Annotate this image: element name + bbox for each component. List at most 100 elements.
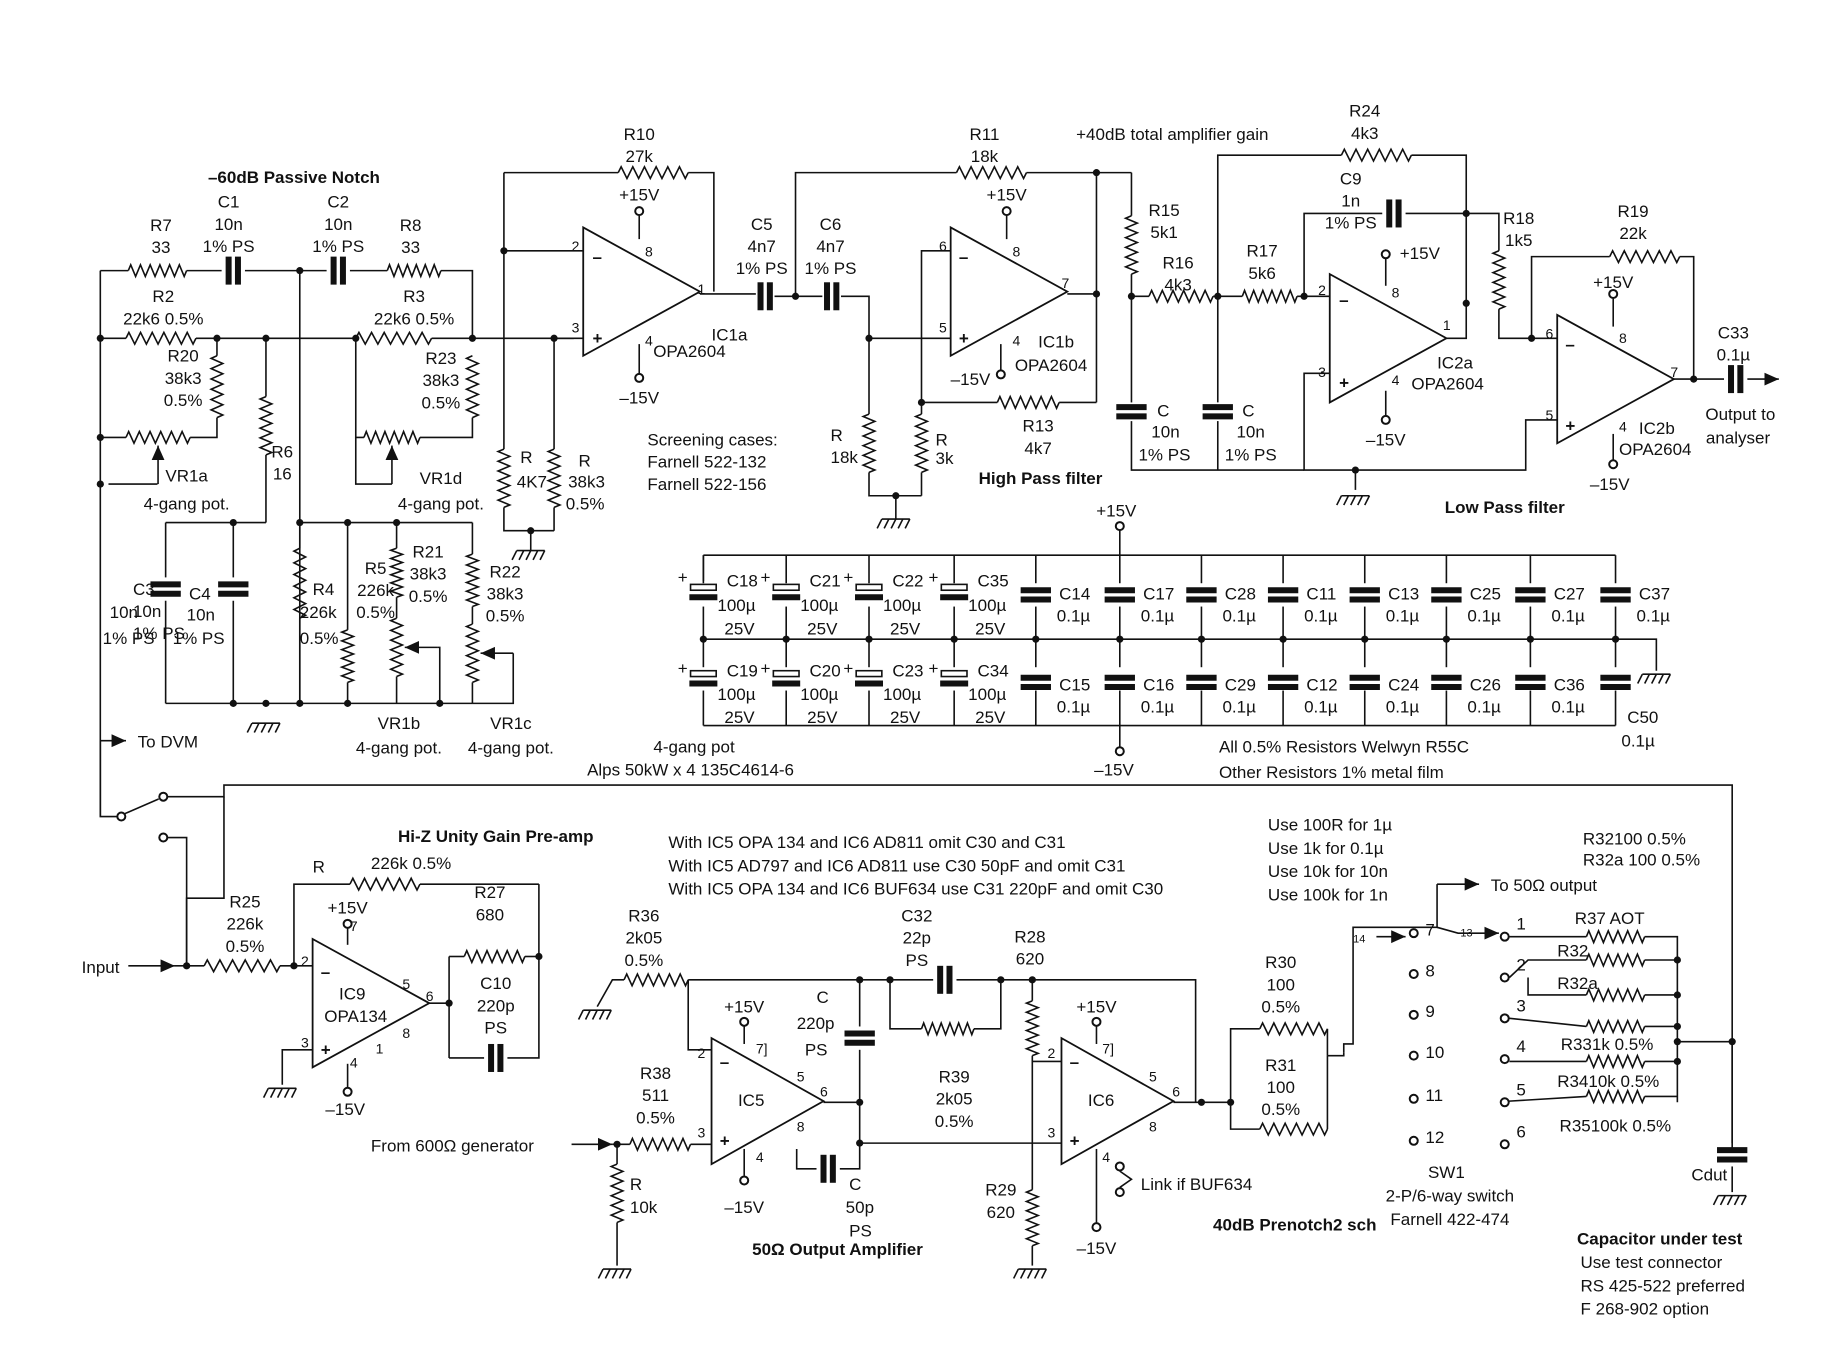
wire [437, 646, 441, 704]
plus-sign: + [928, 659, 938, 678]
label-r19: R19 [1617, 202, 1648, 221]
label-cdut: Cdut [1691, 1165, 1727, 1184]
wire [167, 784, 1733, 1149]
ground-icon [518, 550, 525, 561]
label-r27: 680 [476, 905, 504, 924]
label-c17: 0.1µ [1141, 607, 1175, 626]
wire [795, 1148, 817, 1170]
label-r28: R28 [1014, 927, 1045, 946]
supply-label: –15V [1590, 475, 1630, 494]
generator-label: From 600Ω generator [371, 1136, 534, 1155]
wire [1119, 1170, 1133, 1189]
pin-number: 8 [402, 1025, 410, 1041]
label-c7: C [1157, 401, 1169, 420]
wire [1466, 212, 1500, 251]
resistor-r20 [209, 355, 225, 419]
link-terminal [1114, 1161, 1125, 1172]
label-r27: R27 [474, 883, 505, 902]
ic-label-ic6: IC6 [1088, 1091, 1114, 1110]
label-c29: C29 [1225, 676, 1256, 695]
pin-number: 4 [1012, 332, 1020, 348]
switch-b-pin: 4 [1516, 1037, 1525, 1056]
label-r12: 18k [831, 448, 859, 467]
resistor-r25 [203, 958, 281, 974]
label-c22: 25V [890, 620, 921, 639]
label-r38: 0.5% [636, 1108, 675, 1127]
label-r39: R39 [939, 1067, 970, 1086]
label-r26: 226k 0.5% [371, 854, 451, 873]
wire [839, 1143, 861, 1170]
ic-part-ic1b: OPA2604 [1015, 356, 1087, 375]
label-c19: C19 [727, 662, 758, 681]
ground-icon [897, 518, 904, 529]
label-r1: 0.5% [566, 495, 605, 514]
resistor-r35 [1585, 1088, 1646, 1105]
label-r40: R [630, 1175, 642, 1194]
dut-title: Capacitor under test [1577, 1230, 1743, 1249]
wire [1446, 303, 1468, 340]
minus-sign: – [720, 1052, 729, 1071]
wire [1679, 255, 1695, 380]
ground-icon [511, 550, 518, 561]
screening-note: Farnell 522-156 [647, 475, 766, 494]
supply-terminal [1114, 746, 1125, 757]
switch-b-pin: 2 [1516, 955, 1525, 974]
supply-terminal [739, 1016, 750, 1027]
wire [1644, 935, 1679, 1103]
label-c8: 10n [1236, 422, 1264, 441]
resistor-r27 [463, 948, 526, 965]
label-c5: 1% PS [736, 259, 788, 278]
label-r23: 38k3 [422, 371, 459, 390]
wire [440, 269, 474, 339]
ground-icon [290, 1087, 297, 1098]
opamp-ic1b [949, 225, 1070, 358]
label-c15: C15 [1059, 676, 1090, 695]
label-r24: R24 [1349, 102, 1380, 121]
label-r20: R20 [168, 347, 199, 366]
ground-icon [246, 722, 253, 733]
capacitor-c22 [855, 583, 883, 592]
junction-dot [1092, 169, 1101, 177]
label-r10: R10 [624, 125, 655, 144]
sw1-label: SW1 [1428, 1163, 1465, 1182]
label-r15: 5k1 [1150, 223, 1177, 242]
pin-number: 3 [698, 1124, 706, 1140]
wire [163, 836, 188, 966]
wire [1498, 309, 1558, 340]
wire [281, 1049, 313, 1085]
label-c32: C32 [901, 906, 932, 925]
junction-dot [1526, 635, 1534, 643]
switch-blade [123, 798, 159, 815]
pin-number: 7 [1670, 364, 1678, 380]
plus-sign: + [593, 329, 603, 348]
wire [354, 437, 392, 485]
label-c9: 1% PS [1325, 214, 1377, 233]
label-r30: 100 [1267, 975, 1295, 994]
label-r2: 22k6 0.5% [123, 309, 203, 328]
resistor-r33 [1585, 1018, 1646, 1035]
resistor-r11 [955, 165, 1028, 181]
supply-label: +15V [987, 186, 1028, 205]
label-r19: 22k [1619, 224, 1647, 243]
wire [688, 171, 715, 292]
resistor-r1 [546, 448, 562, 509]
junction-dot [865, 635, 873, 643]
ground-icon [1364, 495, 1371, 506]
ic-label-ic5: IC5 [738, 1091, 764, 1110]
label-c36: C36 [1554, 676, 1585, 695]
supply-terminal [342, 918, 353, 929]
ground-icon [283, 1087, 290, 1098]
junction-dot [96, 480, 104, 488]
ground-icon [1643, 673, 1651, 684]
label-c36: 0.1µ [1551, 698, 1585, 717]
label-c10: PS [484, 1018, 507, 1037]
plus-sign: + [678, 659, 688, 678]
pin-number: 4 [756, 1149, 764, 1165]
label-c7: 1% PS [1138, 446, 1190, 465]
supply-label: –15V [724, 1198, 764, 1217]
label-c31: C [817, 988, 829, 1007]
label-r29: 620 [987, 1203, 1015, 1222]
wire [868, 472, 922, 497]
label-c4: 10n [187, 606, 215, 625]
label-r29: R29 [985, 1181, 1016, 1200]
